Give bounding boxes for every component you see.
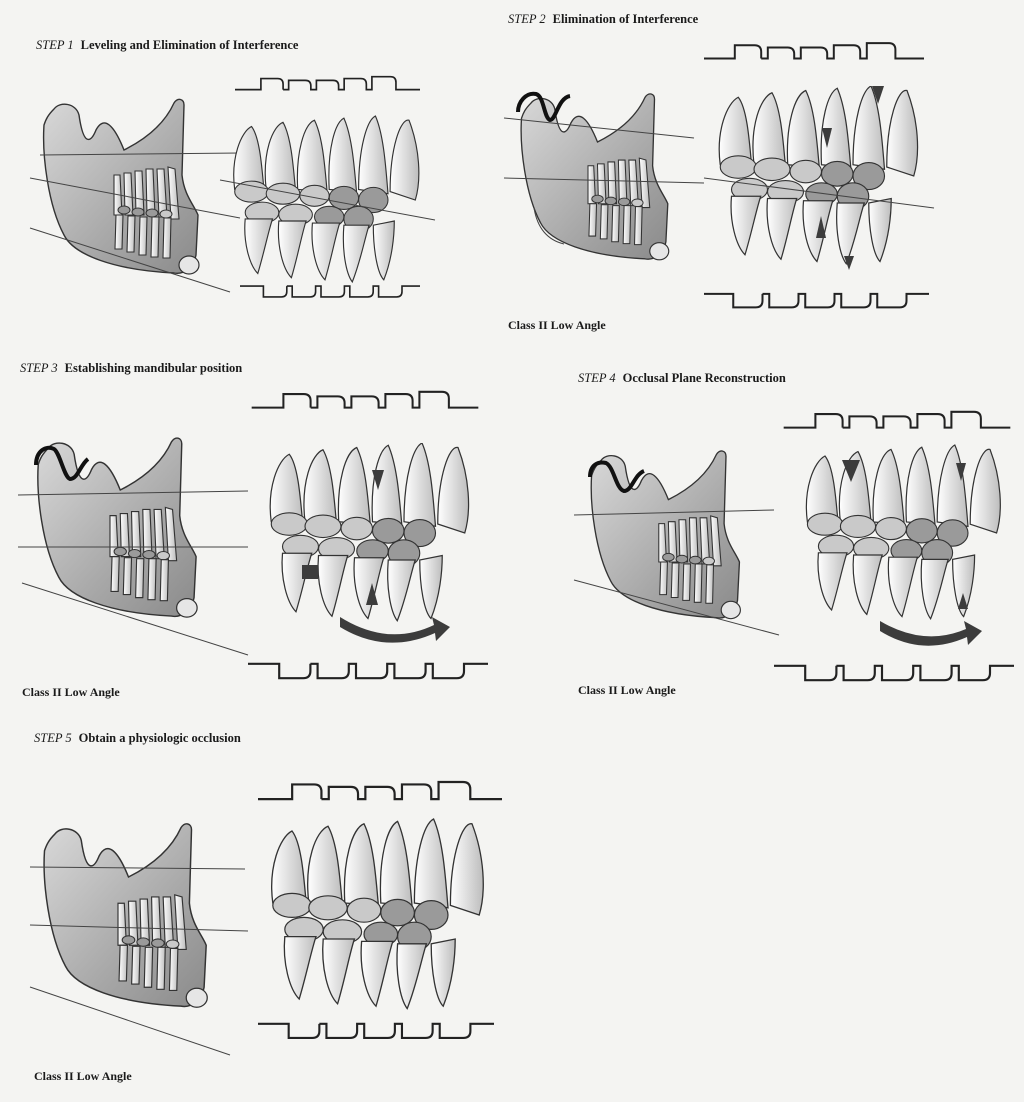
step-1-illustration <box>30 30 450 330</box>
step-4-illustration <box>574 365 1024 710</box>
step-3-illustration <box>18 355 498 705</box>
upper-archwire <box>235 77 420 90</box>
rotation-arrow-icon <box>340 617 450 643</box>
dentition-illustration <box>806 445 1000 619</box>
upper-archwire <box>258 782 502 799</box>
lower-archwire <box>248 664 488 678</box>
panel-caption: Class II Low Angle <box>578 683 676 698</box>
panel-caption: Class II Low Angle <box>34 1069 132 1084</box>
mandible-illustration <box>44 99 199 274</box>
upper-archwire <box>704 43 924 58</box>
lower-archwire <box>258 1024 494 1038</box>
dentition-illustration <box>272 819 484 1009</box>
lower-archwire <box>240 286 420 297</box>
lower-archwire <box>704 294 929 308</box>
panel-caption: Class II Low Angle <box>22 685 120 700</box>
rotation-arrow-icon <box>880 621 982 646</box>
panel-caption: Class II Low Angle <box>508 318 606 333</box>
lower-archwire <box>774 666 1014 680</box>
mandible-illustration <box>44 824 207 1007</box>
upper-archwire <box>784 412 1011 428</box>
step-2-illustration <box>504 8 954 338</box>
arrow-block-icon <box>302 565 318 579</box>
step-5-illustration <box>30 725 510 1085</box>
dentition-illustration <box>234 116 419 282</box>
upper-archwire <box>252 392 479 408</box>
mandible-illustration <box>521 94 669 260</box>
